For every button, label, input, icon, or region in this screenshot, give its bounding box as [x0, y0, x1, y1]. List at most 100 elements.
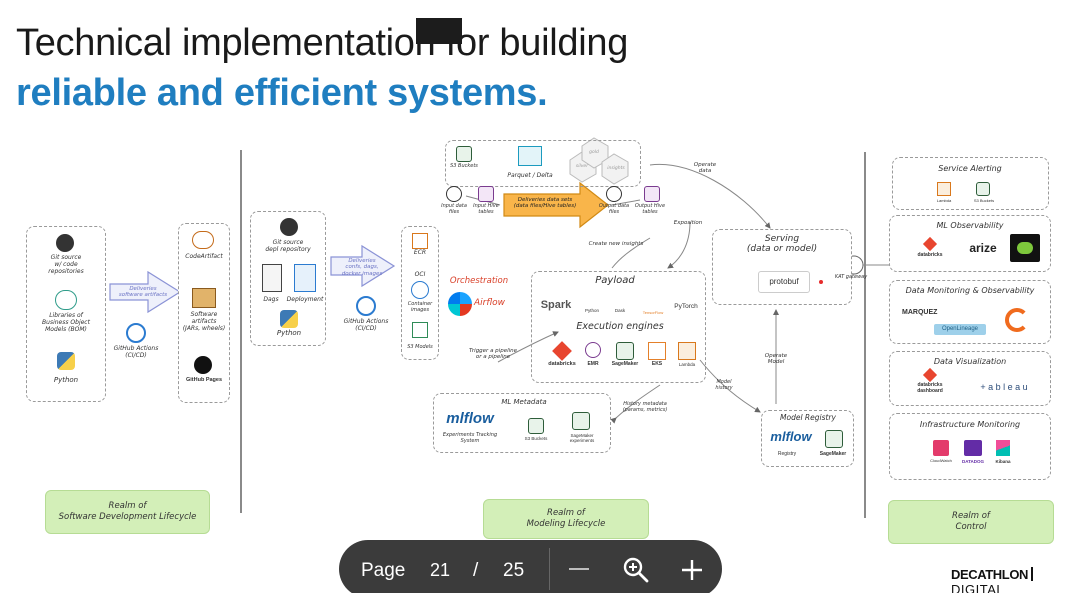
kat-gateway-label: KAT gateway — [834, 274, 868, 280]
service-alerting-label: Service Alerting — [938, 164, 1002, 173]
model-registry-label: Model Registry — [780, 413, 836, 422]
cloudwatch-label: CloudWatch — [930, 458, 952, 463]
container-icon — [411, 281, 429, 299]
github-actions-label: GitHub Actions (CI/CD) — [113, 345, 159, 359]
s3-buckets-label-2: S3 Buckets — [524, 436, 548, 441]
plus-icon — [682, 560, 702, 580]
github-actions-icon-2 — [356, 296, 376, 316]
page-number-input[interactable] — [416, 18, 462, 44]
databricks-label-2: databricks — [917, 252, 943, 258]
model-registry-panel — [761, 410, 854, 467]
trigger-pipeline-label: Trigger a pipeline or a pipeline — [468, 348, 518, 361]
output-hive-tables-label: Output Hive tables — [634, 203, 666, 215]
airflow-label: Airflow — [474, 298, 506, 308]
eks-label: EKS — [651, 361, 663, 367]
oci-label: OCI — [414, 271, 426, 278]
github-pages-icon — [194, 356, 212, 374]
ml-metadata-label: ML Metadata — [501, 398, 547, 406]
page-label: Page — [361, 560, 406, 581]
s3-buckets-icon-2 — [528, 418, 544, 434]
python-icon — [57, 352, 75, 370]
lambda-icon-2 — [937, 182, 951, 196]
deliveries-dags-label: Deliveries confs, dags, docker images — [341, 258, 383, 277]
dask-label: Dask — [614, 308, 626, 313]
mlflow-label-2: mlflow — [770, 429, 812, 444]
page-navigator: Page — [339, 540, 722, 593]
input-data-files-label: Input data files — [441, 203, 467, 215]
create-insights-label: Create new insights — [588, 241, 644, 247]
brain-icon — [55, 290, 77, 310]
git-source-deploy-label: Git source depl repository — [265, 239, 311, 253]
s3-buckets-label: S3 Buckets — [450, 163, 478, 169]
airflow-icon — [448, 292, 472, 316]
zoom-in-button[interactable] — [679, 557, 705, 583]
zoom-out-button[interactable] — [566, 556, 592, 582]
sagemaker-experiments-label: SageMaker experiments — [569, 433, 595, 444]
protobuf-box — [758, 271, 810, 293]
sagemaker-icon — [616, 342, 634, 360]
magnifier-plus-icon — [623, 557, 649, 583]
github-actions-label-2: GitHub Actions (CI/CD) — [343, 318, 389, 332]
python-small-label: Python — [584, 308, 599, 313]
parquet-delta-label: Parquet / Delta — [507, 172, 553, 179]
sagemaker-experiments-icon — [572, 412, 590, 430]
registry-label: Registry — [777, 451, 797, 457]
libraries-label: Libraries of Business Object Models (BOM… — [42, 312, 90, 333]
data-visualization-panel — [889, 351, 1051, 406]
service-alerting-panel — [892, 157, 1049, 210]
serving-label: Serving (data or model) — [746, 234, 818, 255]
container-images-label: Container images — [407, 301, 433, 313]
minus-icon — [569, 568, 589, 570]
git-source-label: Git source w/ code repositories — [48, 254, 84, 275]
insights-label: insights — [607, 166, 625, 171]
arize-label: arize — [969, 241, 997, 255]
github-icon-2 — [280, 218, 298, 236]
realm-software-development-lifecycle: Realm of Software Development Lifecycle — [45, 490, 210, 534]
datadog-label: DATADOG — [961, 459, 985, 464]
s3-models-icon — [412, 322, 428, 338]
history-metadata-label: History metadata (params, metrics) — [622, 401, 668, 413]
current-page-value[interactable]: 21 — [430, 560, 451, 580]
silver-label: silver — [575, 164, 589, 169]
ecr-icon — [412, 233, 428, 249]
lambda-icon — [678, 342, 696, 360]
kibana-icon — [996, 440, 1010, 456]
slide-title-line1: Technical implementation for building — [16, 22, 629, 64]
sagemaker-icon-2 — [825, 430, 843, 448]
python-icon-2 — [280, 310, 298, 328]
payload-panel — [531, 271, 706, 383]
emr-icon — [585, 342, 601, 358]
infra-monitoring-label: Infrastructure Monitoring — [919, 420, 1021, 429]
deliveries-label: Deliveries software artifacts — [118, 286, 168, 299]
software-artifacts-label: Software artifacts (JARs, wheels) — [182, 311, 226, 332]
s3-models-label: S3 Models — [407, 344, 433, 350]
protobuf-label: protobuf — [769, 277, 799, 286]
output-hive-icon — [644, 186, 660, 202]
sagemaker-label-2: SageMaker — [819, 451, 847, 457]
datadog-icon — [964, 440, 982, 456]
output-files-icon — [606, 186, 622, 202]
lambda-label: Lambda — [678, 362, 696, 367]
separator-right — [864, 152, 866, 518]
dags-label: Dags — [263, 296, 279, 303]
s3-buckets-label-3: S3 Buckets — [973, 198, 995, 203]
openlineage-badge — [934, 324, 986, 335]
box-icon — [192, 288, 216, 308]
input-files-icon — [446, 186, 462, 202]
ml-observability-label: ML Observability — [936, 221, 1004, 230]
python-label: Python — [53, 376, 79, 384]
kibana-label: Kibana — [995, 459, 1011, 464]
lambda-label-2: Lambda — [936, 198, 952, 203]
python-label-2: Python — [276, 329, 302, 337]
mlflow-label: mlflow — [446, 410, 494, 427]
data-visualization-label: Data Visualization — [933, 357, 1007, 366]
orchestration-label: Orchestration — [449, 276, 509, 286]
spark-label: Spark — [540, 299, 572, 311]
codeartifact-icon — [192, 231, 214, 249]
dags-icon — [262, 264, 282, 292]
brand-logo: DECATHLONDIGITAL — [951, 567, 1080, 593]
brand-name: DECATHLON — [951, 567, 1029, 582]
data-monitoring-label: Data Monitoring & Observability — [905, 286, 1035, 295]
github-icon — [56, 234, 74, 252]
zoom-button[interactable] — [622, 556, 650, 584]
